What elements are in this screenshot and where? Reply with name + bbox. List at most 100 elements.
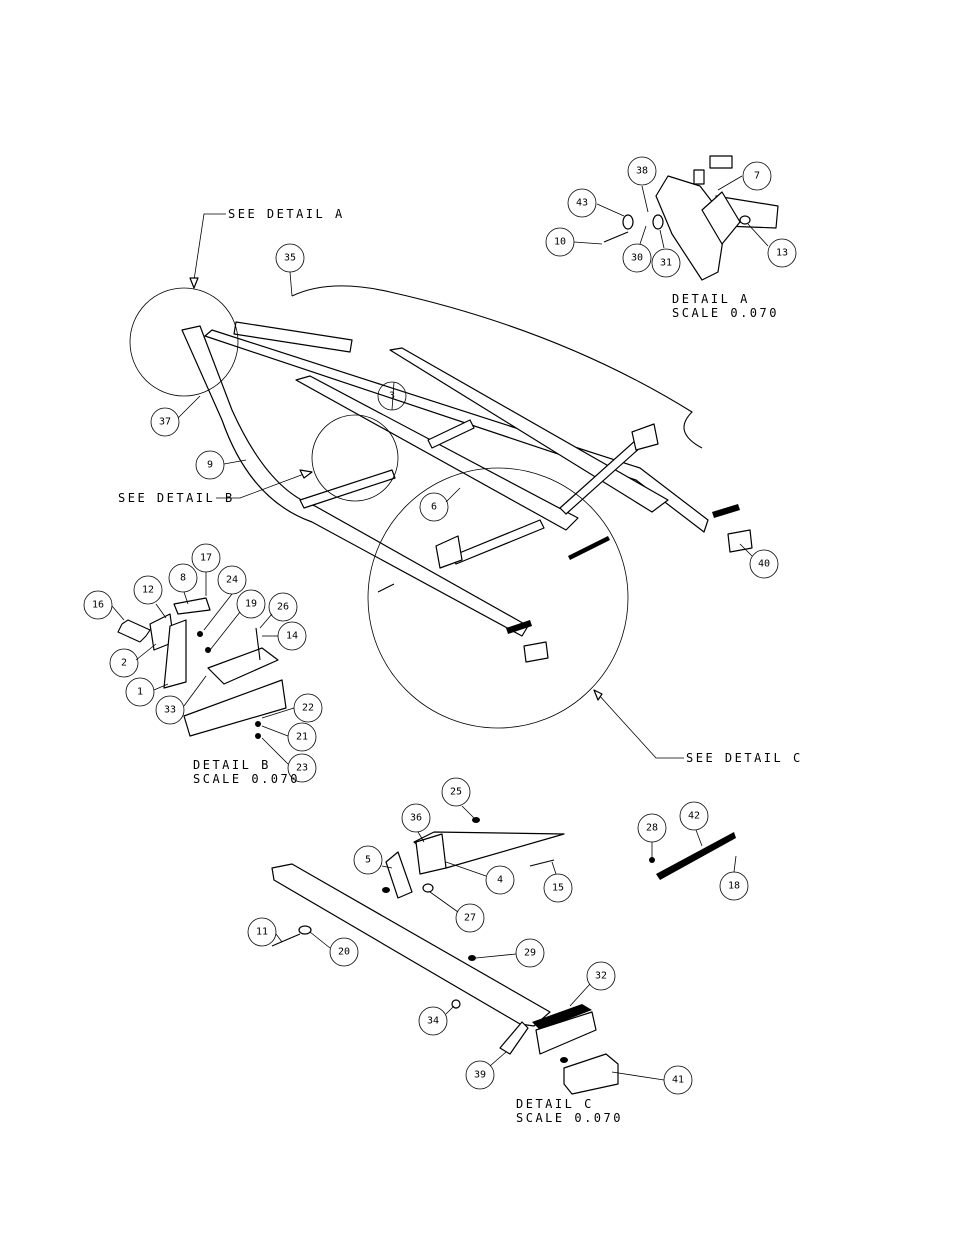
detail-a-circle xyxy=(129,287,239,397)
callout-1: 1 xyxy=(125,677,169,707)
svg-text:40: 40 xyxy=(758,559,770,570)
bracket-arm xyxy=(499,1021,529,1055)
svg-text:8: 8 xyxy=(180,573,186,584)
svg-text:20: 20 xyxy=(338,947,350,958)
detail-b-scale: SCALE 0.070 xyxy=(193,772,300,786)
bolt-detail-a xyxy=(603,231,629,243)
callout-19: 19 xyxy=(209,589,266,651)
bunk-pad xyxy=(207,647,279,685)
callout-42: 42 xyxy=(679,801,709,847)
nut-detail-c-1 xyxy=(382,887,390,893)
callout-31: 31 xyxy=(651,229,681,278)
svg-text:25: 25 xyxy=(450,787,462,798)
callout-24: 24 xyxy=(203,565,247,631)
detail-b-title: DETAIL B xyxy=(193,758,271,772)
callout-25: 25 xyxy=(441,777,475,819)
callout-16: 16 xyxy=(83,590,125,621)
step-pad-right xyxy=(712,504,740,518)
nut-detail-c-4 xyxy=(560,1057,568,1063)
detail-a-title: DETAIL A xyxy=(672,292,750,306)
callout-43: 43 xyxy=(567,188,625,218)
svg-text:16: 16 xyxy=(92,600,104,611)
callout-21: 21 xyxy=(261,722,317,752)
svg-text:18: 18 xyxy=(728,881,740,892)
callout-26: 26 xyxy=(259,592,298,629)
side-rail-upper xyxy=(204,329,709,533)
svg-text:41: 41 xyxy=(672,1075,684,1086)
callout-2: 2 xyxy=(109,643,157,678)
bunk-bracket-right xyxy=(631,423,659,451)
callouts: 38 7 43 10 30 31 13 35 37 3 9 6 40 17 8 … xyxy=(83,156,797,1095)
see-detail-a-label: SEE DETAIL A xyxy=(228,207,345,221)
bolt-detail-c xyxy=(271,933,301,947)
callout-38: 38 xyxy=(627,156,657,213)
bolt-main xyxy=(377,583,395,593)
bunk-board-middle xyxy=(295,375,579,531)
callout-6: 6 xyxy=(419,487,461,522)
frame-rail xyxy=(181,325,529,637)
svg-text:7: 7 xyxy=(754,171,760,182)
svg-text:1: 1 xyxy=(137,687,143,698)
callout-7: 7 xyxy=(717,161,772,191)
bunk-board-long xyxy=(389,347,669,513)
callout-13: 13 xyxy=(747,223,797,268)
see-detail-c-label: SEE DETAIL C xyxy=(686,751,803,765)
reflector-plate xyxy=(693,169,705,185)
callout-28: 28 xyxy=(637,813,667,858)
callout-22: 22 xyxy=(261,693,323,723)
winch-strap xyxy=(291,285,703,449)
svg-text:2: 2 xyxy=(121,658,127,669)
see-detail-b-label: SEE DETAIL B xyxy=(118,491,235,505)
callout-40: 40 xyxy=(739,543,779,579)
nut-detail-a xyxy=(739,215,751,225)
svg-text:10: 10 xyxy=(554,237,566,248)
callout-5: 5 xyxy=(353,845,393,875)
callout-29: 29 xyxy=(475,938,545,968)
callout-37: 37 xyxy=(150,395,201,437)
clamp-bracket xyxy=(173,597,211,615)
washer-detail-c xyxy=(298,925,312,935)
svg-text:26: 26 xyxy=(277,602,289,613)
callout-20: 20 xyxy=(309,931,359,967)
svg-text:12: 12 xyxy=(142,585,154,596)
callout-17: 17 xyxy=(191,543,221,596)
leader-see-detail-c xyxy=(597,693,684,759)
arrow-see-detail-a xyxy=(189,277,199,289)
callout-39: 39 xyxy=(465,1051,507,1090)
leader-see-detail-a xyxy=(193,213,226,281)
svg-text:31: 31 xyxy=(660,258,672,269)
callout-4: 4 xyxy=(445,861,515,895)
callout-33: 33 xyxy=(155,675,207,725)
callout-32: 32 xyxy=(569,961,616,1007)
bunk-carpet xyxy=(183,679,287,737)
svg-text:43: 43 xyxy=(576,198,588,209)
svg-text:13: 13 xyxy=(776,248,788,259)
detail-c-circle xyxy=(367,467,629,729)
nut-detail-b-1 xyxy=(197,631,203,637)
bracket-plate-c xyxy=(415,833,447,875)
svg-text:6: 6 xyxy=(431,502,437,513)
detail-a-scale: SCALE 0.070 xyxy=(672,306,779,320)
cross-member-2 xyxy=(427,419,475,449)
nut-detail-b-4 xyxy=(255,733,261,739)
svg-text:35: 35 xyxy=(284,253,296,264)
detail-c-title: DETAIL C xyxy=(516,1097,594,1111)
svg-text:38: 38 xyxy=(636,166,648,177)
svg-text:42: 42 xyxy=(688,811,700,822)
cross-member-1 xyxy=(299,469,396,509)
nut-detail-c-3 xyxy=(468,955,476,961)
washer-detail-a xyxy=(622,214,634,230)
detail-b-circle xyxy=(311,414,399,502)
light-box-right xyxy=(727,529,753,553)
svg-text:5: 5 xyxy=(365,855,371,866)
svg-text:23: 23 xyxy=(296,763,308,774)
svg-text:36: 36 xyxy=(410,813,422,824)
step-pad xyxy=(532,1004,592,1030)
bunk-bracket-post xyxy=(163,619,187,689)
callout-18: 18 xyxy=(719,855,749,901)
svg-text:9: 9 xyxy=(207,460,213,471)
guide-rail-main xyxy=(568,536,610,560)
svg-text:29: 29 xyxy=(524,948,536,959)
svg-text:27: 27 xyxy=(464,913,476,924)
u-bolt xyxy=(117,619,151,643)
